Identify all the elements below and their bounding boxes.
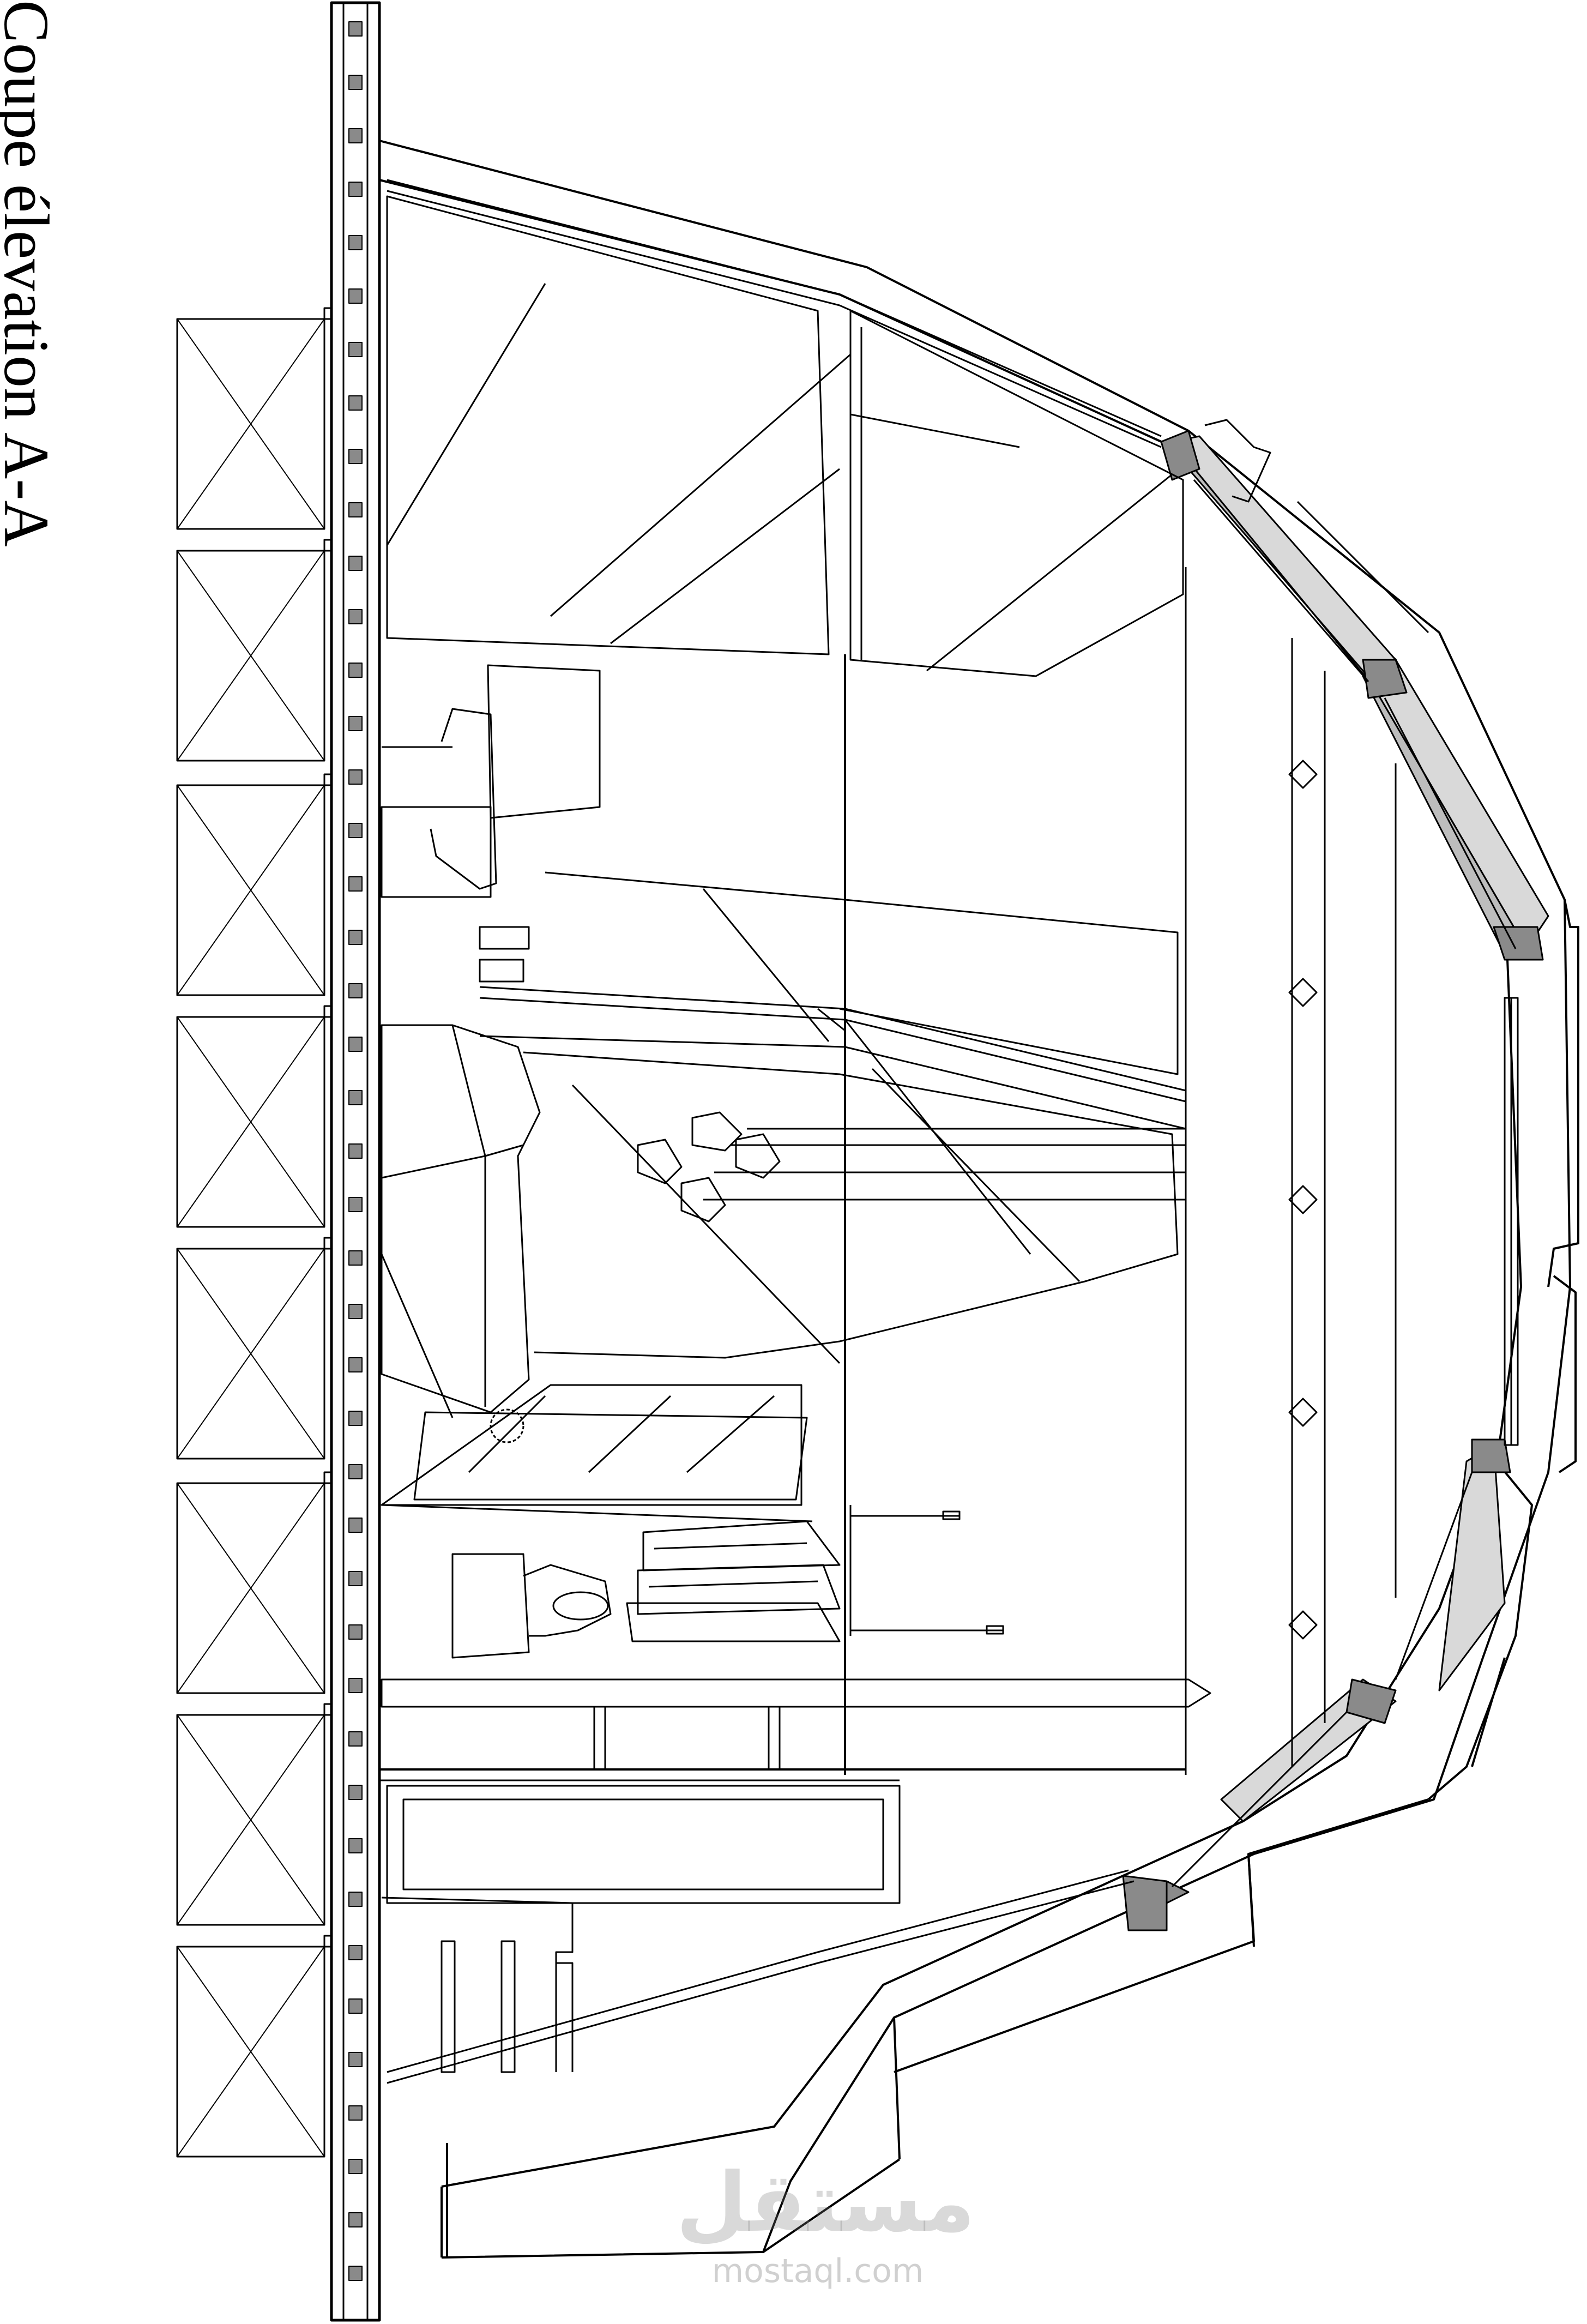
slab-joint	[348, 1571, 363, 1586]
upper-glazing	[386, 179, 1184, 677]
slab-joint	[348, 182, 363, 197]
slab-joint	[348, 823, 363, 838]
slab-joint	[348, 1785, 363, 1800]
slab-joint	[348, 1197, 363, 1212]
footing-box	[176, 773, 333, 996]
shoe-icon	[451, 1553, 612, 1659]
slab-joint	[348, 556, 363, 571]
lower-platforms	[379, 1384, 1211, 2084]
slab-joint	[348, 930, 363, 945]
slab-joint	[348, 2105, 363, 2121]
slab-joint	[348, 288, 363, 304]
footing-box	[176, 307, 333, 530]
plant-icon	[490, 1408, 524, 1443]
slab-joint	[348, 395, 363, 411]
slab-joint	[348, 2159, 363, 2174]
geometric-lamp-icon	[637, 1139, 683, 1184]
slab-joint	[348, 2266, 363, 2281]
slab-joint	[348, 663, 363, 678]
slab-joint	[348, 235, 363, 250]
footing-box	[176, 1471, 333, 1694]
watermark-site: mostaql.com	[711, 2252, 924, 2290]
footing-box	[176, 539, 333, 762]
middle-glazing	[479, 871, 1186, 1364]
slab-joint	[348, 2052, 363, 2067]
slab-joint	[348, 75, 363, 90]
slab-joint	[348, 876, 363, 892]
insulation-panels	[1122, 430, 1549, 1931]
footing-box	[176, 1935, 333, 2158]
footing-box	[176, 1005, 333, 1228]
slab-joint	[348, 1037, 363, 1052]
slab-joint	[348, 1892, 363, 1907]
watermark: مستقل mostaql.com	[676, 2156, 975, 2296]
slab-joint	[348, 716, 363, 731]
ground-slab	[330, 1, 381, 2322]
slab-joint	[348, 1357, 363, 1372]
slab-joints	[348, 21, 363, 2281]
slab-joint	[348, 21, 363, 37]
slab-joint	[348, 1143, 363, 1159]
slab-joint	[348, 1838, 363, 1853]
footing-box	[176, 1703, 333, 1926]
slab-joint	[348, 1998, 363, 2014]
slab-joint	[348, 1678, 363, 1693]
geometric-lamp-icon	[680, 1177, 726, 1223]
geometric-lamp-icon	[691, 1111, 743, 1152]
slab-joint	[348, 1518, 363, 1533]
slab-joint	[348, 1250, 363, 1266]
slab-joint	[348, 1464, 363, 1479]
slab-joint	[348, 1731, 363, 1747]
footing-box	[176, 1237, 333, 1460]
slab-joint	[348, 1411, 363, 1426]
slab-joint	[348, 769, 363, 785]
slab-joint	[348, 983, 363, 998]
slab-joint	[348, 1624, 363, 1640]
right-glazing	[1504, 997, 1519, 1446]
slab-joint	[348, 609, 363, 624]
pendant-lamps	[637, 1111, 1186, 1223]
slab-joint	[348, 128, 363, 143]
slab-joint	[348, 1945, 363, 1960]
foundation-boxes	[176, 307, 333, 2158]
hanging-clothes-icon	[626, 1505, 1004, 1642]
furniture	[381, 664, 601, 1418]
slab-joint	[348, 449, 363, 464]
slab-joint	[348, 502, 363, 517]
slab-joint	[348, 342, 363, 357]
slab-joint	[348, 1090, 363, 1105]
slab-joint	[348, 2212, 363, 2227]
watermark-logo: مستقل	[676, 2156, 975, 2250]
interior-lines	[379, 567, 1397, 1775]
geometric-lamp-icon	[735, 1133, 781, 1179]
roof-vents	[1204, 419, 1429, 634]
slab-joint	[348, 1304, 363, 1319]
